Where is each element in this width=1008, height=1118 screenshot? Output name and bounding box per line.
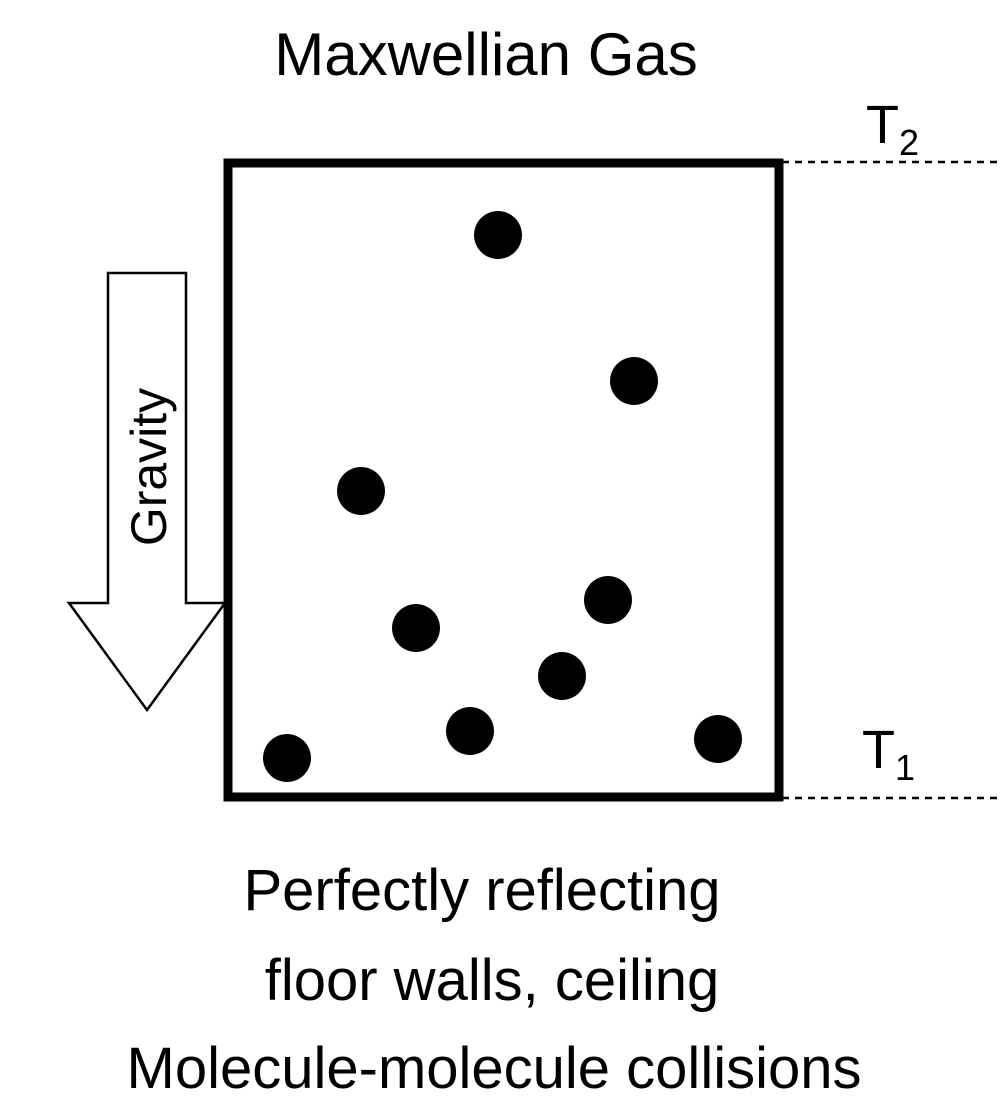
bottom-temperature-label: T1 bbox=[862, 720, 915, 788]
caption-line-3: Molecule-molecule collisions bbox=[127, 1036, 862, 1101]
top-temperature-label: T2 bbox=[866, 95, 919, 163]
diagram-title: Maxwellian Gas bbox=[274, 21, 698, 88]
gas-container bbox=[223, 158, 784, 802]
molecules bbox=[263, 211, 742, 782]
bottom-temperature-base: T bbox=[862, 720, 895, 780]
gravity-label: Gravity bbox=[121, 388, 177, 546]
svg-text:T2: T2 bbox=[866, 95, 919, 163]
caption: Perfectly reflecting floor walls, ceilin… bbox=[127, 858, 862, 1101]
molecule bbox=[337, 467, 385, 515]
caption-line-1: Perfectly reflecting bbox=[243, 858, 720, 923]
molecule bbox=[694, 715, 742, 763]
caption-line-2: floor walls, ceiling bbox=[265, 948, 720, 1013]
molecule bbox=[474, 211, 522, 259]
top-temperature-base: T bbox=[866, 95, 899, 155]
svg-text:T1: T1 bbox=[862, 720, 915, 788]
molecule bbox=[392, 604, 440, 652]
molecule bbox=[446, 707, 494, 755]
molecule bbox=[263, 734, 311, 782]
gravity-arrow bbox=[66, 271, 228, 713]
bottom-temperature-subscript: 1 bbox=[895, 747, 915, 788]
molecule bbox=[610, 357, 658, 405]
top-temperature-subscript: 2 bbox=[899, 122, 919, 163]
molecule bbox=[538, 652, 586, 700]
molecule bbox=[584, 576, 632, 624]
